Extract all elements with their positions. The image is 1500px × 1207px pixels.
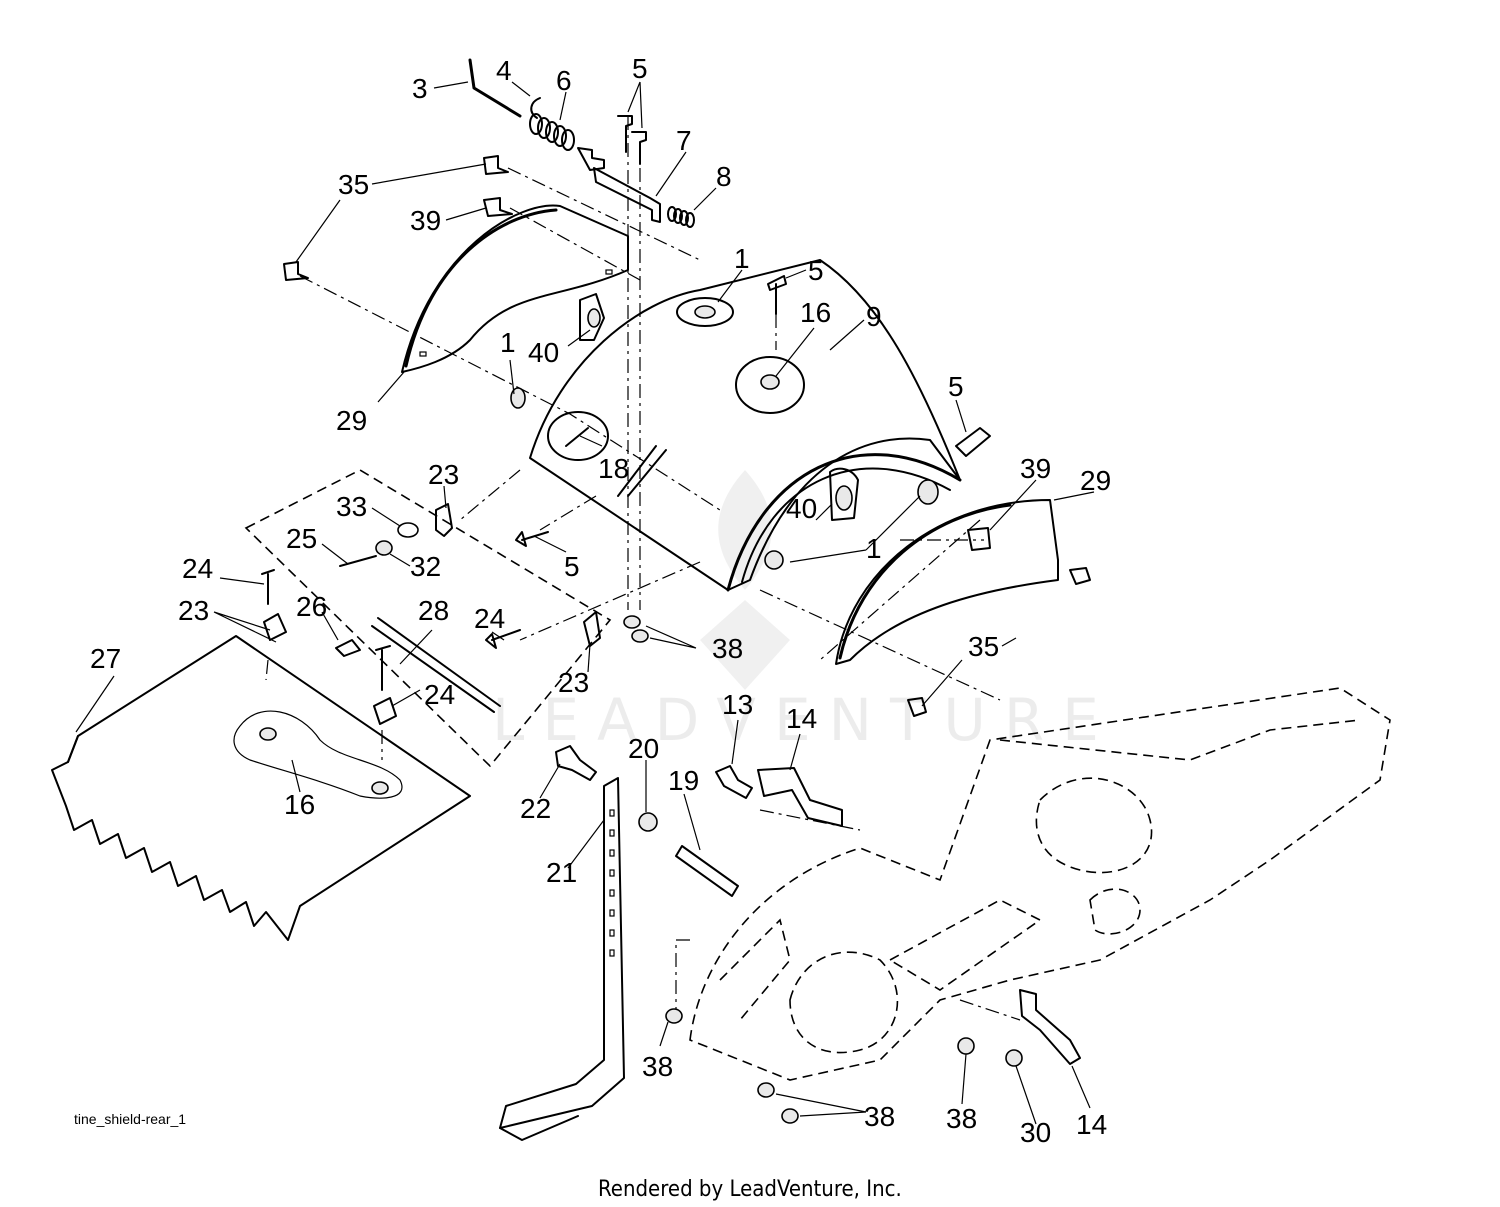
tiller-frame [623,615,1391,1124]
callout-29b: 29 [1080,465,1111,496]
callout-8: 8 [716,161,732,192]
callout-23b: 23 [178,595,209,626]
diagram-caption: tine_shield-rear_1 [74,1111,186,1127]
callout-1: 1 [734,243,750,274]
callout-18: 18 [598,453,629,484]
callout-labels: 3 4 6 5 7 8 35 39 1 5 16 9 40 1 29 5 39 … [90,53,1111,1148]
callout-25: 25 [286,523,317,554]
rendered-by-footer: Rendered by LeadVenture, Inc. [598,1177,902,1202]
watermark-text: LEADVENTURE [492,686,1117,754]
alignment-lines [265,116,1021,1021]
callout-5d: 5 [564,551,580,582]
callout-30: 30 [1020,1117,1051,1148]
callout-35b: 35 [968,631,999,662]
callout-39: 39 [410,205,441,236]
bar-assembly-box [244,469,612,768]
callout-24c: 24 [424,679,455,710]
callout-27: 27 [90,643,121,674]
callout-29: 29 [336,405,367,436]
depth-lever-group [283,58,695,281]
callout-38b: 38 [642,1051,673,1082]
callout-38: 38 [712,633,743,664]
callout-32: 32 [410,551,441,582]
callout-39b: 39 [1020,453,1051,484]
callout-40: 40 [528,337,559,368]
callout-19: 19 [668,765,699,796]
callout-3: 3 [412,73,428,104]
right-side-shield [835,499,1091,717]
leader-lines [75,81,1095,1125]
tine-flap [51,635,471,941]
callout-21: 21 [546,857,577,888]
callout-5b: 5 [808,255,824,286]
callout-1b: 1 [500,327,516,358]
callout-28: 28 [418,595,449,626]
callout-38d: 38 [946,1103,977,1134]
callout-35: 35 [338,169,369,200]
hood-bolts [485,275,991,649]
callout-6: 6 [556,65,572,96]
callout-16b: 16 [284,789,315,820]
callout-14: 14 [786,703,817,734]
depth-bar-parts [499,745,843,1141]
callout-24: 24 [182,553,213,584]
callout-22: 22 [520,793,551,824]
callout-16: 16 [800,297,831,328]
callout-4: 4 [496,55,512,86]
left-side-shield [401,204,629,373]
callout-20: 20 [628,733,659,764]
callout-5c: 5 [948,371,964,402]
tine-hood [510,259,962,592]
callout-38c: 38 [864,1101,895,1132]
callout-33: 33 [336,491,367,522]
callout-1c: 1 [866,533,882,564]
callout-14b: 14 [1076,1109,1107,1140]
callout-23: 23 [428,459,459,490]
callout-24b: 24 [474,603,505,634]
callout-13: 13 [722,689,753,720]
callout-23c: 23 [558,667,589,698]
callout-40b: 40 [786,493,817,524]
callout-7: 7 [676,125,692,156]
callout-9: 9 [866,301,882,332]
callout-26: 26 [296,591,327,622]
callout-5: 5 [632,53,648,84]
